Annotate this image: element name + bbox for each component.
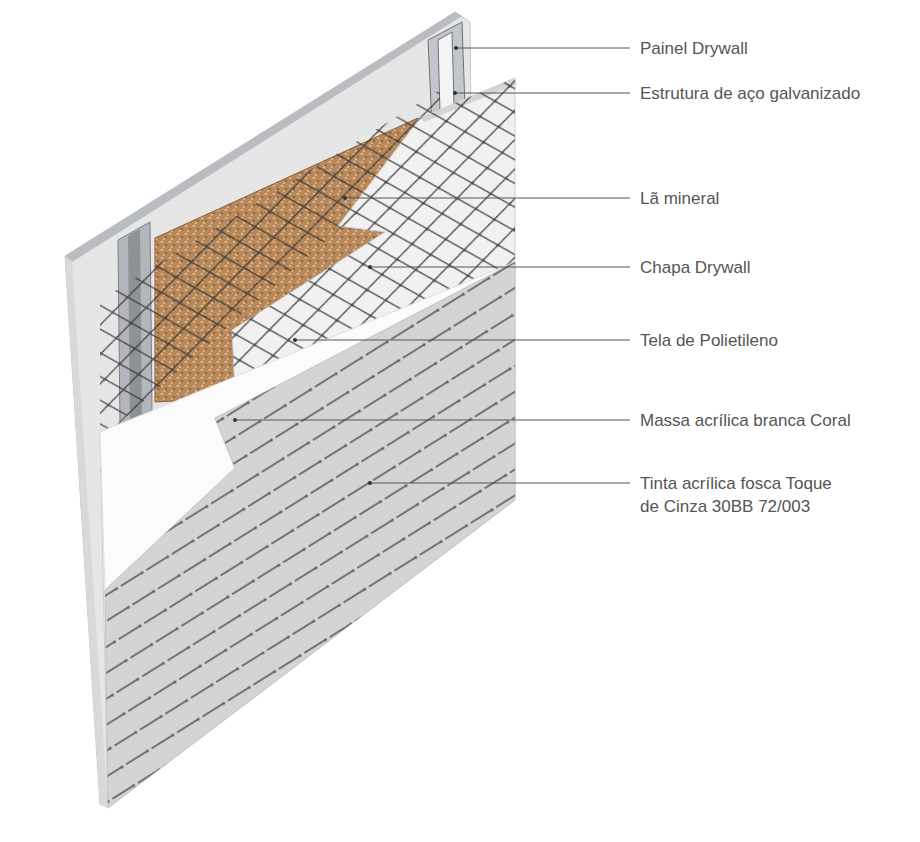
part-label: Lã mineral — [640, 187, 719, 210]
part-label: Painel Drywall — [640, 37, 748, 60]
paint-mesh-marks — [90, 250, 530, 820]
leader-dot — [454, 46, 458, 50]
leader-line — [295, 340, 630, 341]
leader-dot — [233, 418, 237, 422]
part-label: Tela de Polietileno — [640, 329, 778, 352]
part-label: Tinta acrílica fosca Toque de Cinza 30BB… — [640, 472, 854, 518]
leader-dots — [233, 46, 458, 485]
leader-dot — [343, 196, 347, 200]
part-label: Massa acrílica branca Coral — [640, 409, 851, 432]
leader-dot — [368, 481, 372, 485]
part-label: Chapa Drywall — [640, 256, 751, 279]
leader-dot — [293, 338, 297, 342]
part-label: Estrutura de aço galvanizado — [640, 82, 860, 105]
leader-line — [345, 198, 630, 199]
leader-line — [370, 483, 630, 484]
leader-line — [455, 93, 630, 94]
leader-dot — [368, 265, 372, 269]
leader-line — [456, 48, 630, 49]
steel-stud-flange — [438, 32, 454, 112]
leader-dot — [453, 91, 457, 95]
leader-lines — [235, 48, 630, 483]
leader-line — [235, 420, 630, 421]
leader-line — [370, 267, 630, 268]
